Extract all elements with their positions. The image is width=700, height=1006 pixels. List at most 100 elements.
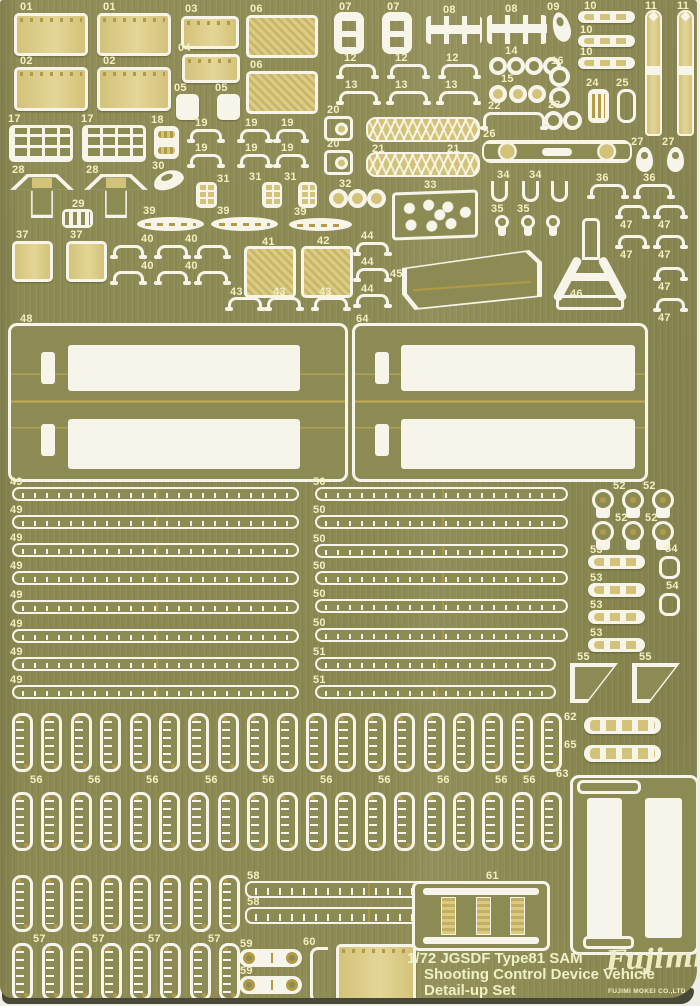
part-number-label: 36 <box>596 172 609 184</box>
part-number-label: 18 <box>151 114 164 126</box>
pe-part-19 <box>187 129 225 143</box>
part-number-label: 19 <box>245 142 258 154</box>
pe-part <box>159 792 180 851</box>
pe-part-13 <box>436 91 481 105</box>
pe-part-31 <box>298 182 317 208</box>
pe-part-50 <box>315 599 568 613</box>
part-number-label: 58 <box>247 896 260 908</box>
pe-part-10 <box>578 57 635 69</box>
part-number-label: 13 <box>445 79 458 91</box>
pe-part-17 <box>9 125 73 162</box>
pe-part <box>159 713 180 772</box>
pe-part-26 <box>482 140 632 163</box>
part-number-label: 10 <box>580 24 593 36</box>
pe-part <box>188 792 210 851</box>
part-number-label: 07 <box>387 1 400 13</box>
pe-part-27 <box>667 147 684 172</box>
part-number-label: 44 <box>361 230 374 242</box>
pe-part <box>276 792 298 851</box>
part-number-label: 40 <box>141 260 154 272</box>
part-number-label: 63 <box>556 768 569 780</box>
pe-part <box>41 713 63 772</box>
pe-part-32 <box>329 189 386 208</box>
part-number-label: 43 <box>273 286 286 298</box>
pe-part-52 <box>652 489 674 518</box>
part-number-label: 57 <box>33 933 46 945</box>
pe-part-34 <box>491 181 508 202</box>
part-number-label: 51 <box>313 674 326 686</box>
part-number-label: 29 <box>72 198 85 210</box>
pe-part <box>247 792 269 851</box>
pe-part-54 <box>659 593 680 616</box>
part-number-label: 47 <box>658 312 671 324</box>
pe-part-21 <box>366 117 480 142</box>
pe-part-07 <box>382 12 412 54</box>
pe-part-49 <box>12 543 299 557</box>
pe-part-27 <box>636 147 653 172</box>
part-number-label: 56 <box>320 774 333 786</box>
part-number-label: 59 <box>240 938 253 950</box>
pe-part-08 <box>426 16 482 44</box>
pe-part-47 <box>653 267 688 281</box>
pe-part <box>71 943 93 998</box>
part-number-label: 13 <box>345 79 358 91</box>
pe-part <box>511 713 533 772</box>
pe-part-53 <box>588 638 645 652</box>
pe-part <box>541 713 563 772</box>
pe-part-13 <box>386 91 431 105</box>
part-number-label: 60 <box>303 936 316 948</box>
pe-part <box>364 713 386 772</box>
pe-part-55 <box>570 663 618 703</box>
part-number-label: 40 <box>185 260 198 272</box>
part-number-label: 52 <box>613 480 626 492</box>
pe-part <box>592 521 614 550</box>
part-number-label: 51 <box>313 646 326 658</box>
pe-part-49 <box>12 600 299 614</box>
pe-part <box>100 792 122 851</box>
pe-part <box>70 792 92 851</box>
part-number-label: 47 <box>658 281 671 293</box>
part-number-label: 23 <box>548 99 561 111</box>
part-number-label: 39 <box>143 205 156 217</box>
pe-part <box>394 792 416 851</box>
part-number-label: 03 <box>185 3 198 15</box>
pe-part-63 <box>570 775 697 955</box>
pe-part-08 <box>487 15 547 44</box>
pe-part-19 <box>273 154 309 168</box>
part-number-label: 49 <box>10 476 23 488</box>
part-number-label: 57 <box>208 933 221 945</box>
pe-part-19 <box>237 154 273 168</box>
pe-part-21 <box>366 152 480 177</box>
part-number-label: 14 <box>505 45 518 57</box>
part-number-label: 53 <box>590 572 603 584</box>
pe-part-49 <box>12 657 299 671</box>
part-number-label: 17 <box>8 113 21 125</box>
pe-part-48 <box>8 323 348 482</box>
pe-part <box>541 792 563 851</box>
pe-part <box>394 713 416 772</box>
pe-part <box>453 713 474 772</box>
part-number-label: 31 <box>217 173 230 185</box>
part-number-label: 08 <box>505 3 518 15</box>
pe-part-06 <box>246 15 318 58</box>
part-number-label: 56 <box>495 774 508 786</box>
pe-part-39 <box>211 217 278 231</box>
part-number-label: 65 <box>564 739 577 751</box>
pe-part <box>511 792 533 851</box>
pe-part <box>306 713 327 772</box>
pe-part-50 <box>315 487 568 501</box>
pe-part-61 <box>412 881 550 951</box>
part-number-label: 26 <box>483 128 496 140</box>
part-number-label: 54 <box>666 580 679 592</box>
part-number-label: 19 <box>281 117 294 129</box>
pe-part <box>12 943 33 998</box>
part-number-label: 52 <box>645 512 658 524</box>
pe-part-28 <box>84 174 148 218</box>
pe-part <box>130 943 152 998</box>
part-number-label: 39 <box>294 206 307 218</box>
pe-part <box>335 792 357 851</box>
pe-part-60 <box>310 947 328 998</box>
pe-part-51 <box>315 657 556 671</box>
pe-part-43 <box>311 297 351 311</box>
